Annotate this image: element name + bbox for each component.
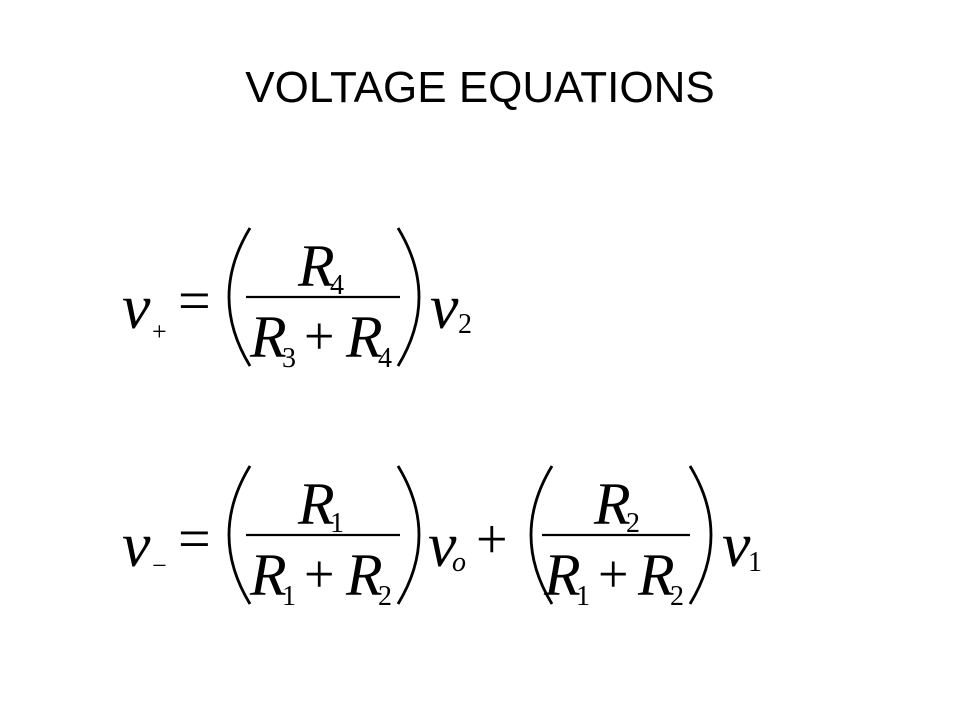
eq1-mult-var: v <box>430 271 459 342</box>
eq2-frac2-den-op: + <box>598 544 628 604</box>
eq2-frac1-num-var: R <box>297 471 335 537</box>
eq2-mult1-var: v <box>428 509 457 580</box>
eq2-mult1-sub: o <box>452 547 466 578</box>
eq1-equals: = <box>178 268 211 333</box>
eq2-frac1-den-op: + <box>304 544 334 604</box>
equation-v-minus: v − = R 1 R 1 + R 2 v o + R 2 R 1 + R 2 … <box>122 465 762 612</box>
slide-title: VOLTAGE EQUATIONS <box>245 63 715 112</box>
eq2-frac2-num-sub: 2 <box>626 508 640 539</box>
eq2-plus: + <box>476 509 508 571</box>
eq2-frac1-den-b-sub: 2 <box>378 581 392 612</box>
eq2-frac2-right-paren <box>688 465 713 605</box>
eq1-mult-sub: 2 <box>458 309 472 340</box>
eq2-frac1-den-a-var: R <box>249 542 287 608</box>
eq1-den-op: + <box>304 306 334 366</box>
eq2-frac1-right-paren <box>396 465 421 605</box>
eq2-frac1-den-a-sub: 1 <box>282 581 296 612</box>
eq2-frac2-left-paren <box>529 465 554 605</box>
eq1-den-b-sub: 4 <box>378 343 392 374</box>
eq1-lhs-sub: + <box>152 317 167 346</box>
eq2-frac1-left-paren <box>227 465 252 605</box>
eq2-frac2-den-b-var: R <box>637 542 675 608</box>
eq2-frac2-num-var: R <box>593 471 631 537</box>
eq1-den-a-var: R <box>249 304 287 370</box>
eq2-frac2-den-a-var: R <box>543 542 581 608</box>
eq1-den-a-sub: 3 <box>282 343 296 374</box>
eq1-num-var: R <box>297 233 335 299</box>
eq2-lhs-var: v <box>122 509 151 580</box>
eq2-mult2-var: v <box>722 509 751 580</box>
eq2-frac2-den-a-sub: 1 <box>576 581 590 612</box>
eq1-lhs-var: v <box>122 271 151 342</box>
eq2-frac2-den-b-sub: 2 <box>670 581 684 612</box>
eq1-num-sub: 4 <box>330 270 344 301</box>
eq1-left-paren <box>227 227 252 367</box>
eq1-right-paren <box>396 227 421 367</box>
eq2-equals: = <box>178 506 211 571</box>
eq1-den-b-var: R <box>345 304 383 370</box>
eq2-frac1-den-b-var: R <box>345 542 383 608</box>
eq2-mult2-sub: 1 <box>748 547 762 578</box>
eq2-lhs-sub: − <box>152 551 167 580</box>
eq2-frac1-num-sub: 1 <box>330 508 344 539</box>
equation-v-plus: v + = R 4 R 3 + R 4 v 2 <box>122 227 472 374</box>
